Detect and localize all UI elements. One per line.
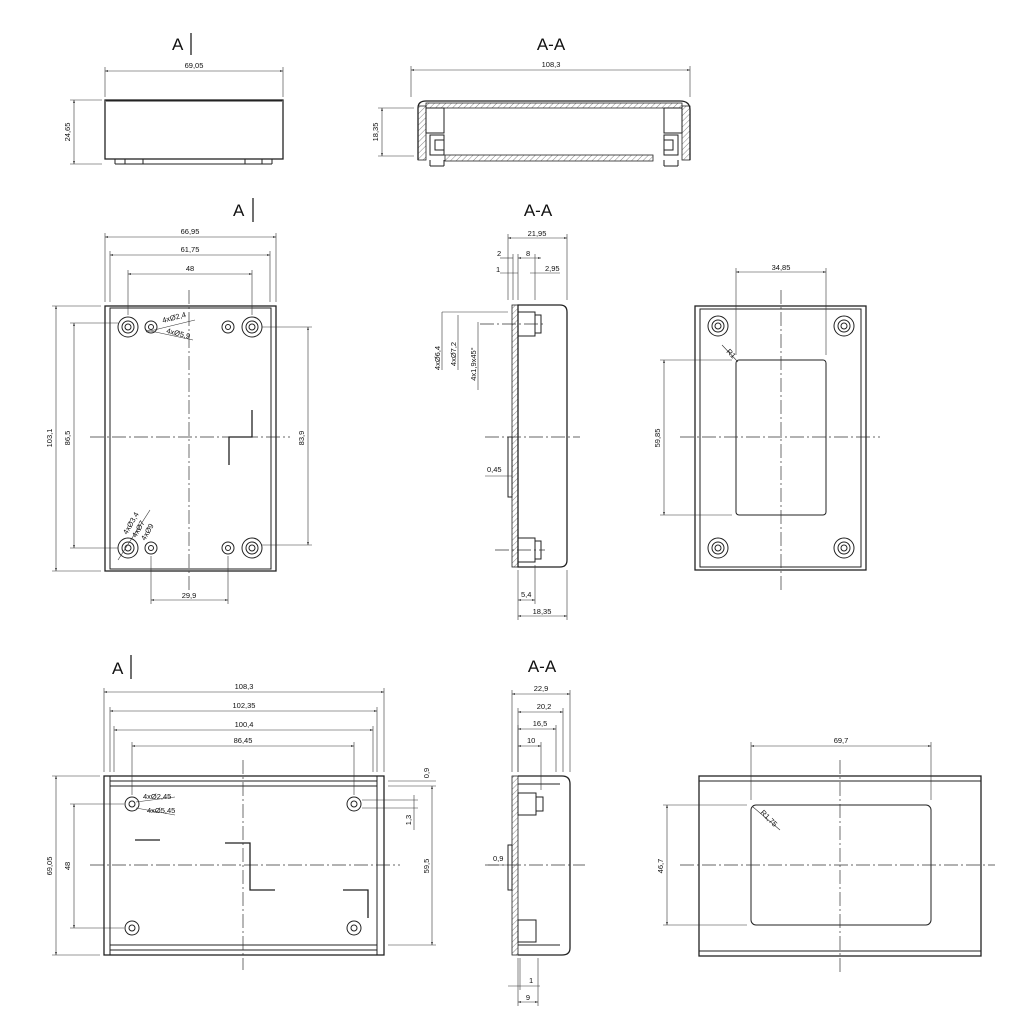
mounting-hole bbox=[707, 315, 729, 337]
dim-height: 59,5 bbox=[422, 859, 431, 874]
dim-height: 48 bbox=[63, 862, 72, 870]
dim-width: 100,4 bbox=[235, 720, 254, 729]
dim-label: 0,45 bbox=[487, 465, 502, 474]
mounting-hole bbox=[241, 537, 263, 559]
housing-top-outline bbox=[103, 775, 385, 956]
dim-width: 102,35 bbox=[233, 701, 256, 710]
view-4-section: A-A 21,95 2 8 1 2,95 4xØ6,4 4xØ7,2 4x1,9… bbox=[433, 201, 580, 620]
dim-bottom: 29,9 bbox=[182, 591, 197, 600]
dim-height: 86,5 bbox=[63, 431, 72, 446]
view-6-label: A bbox=[112, 659, 124, 678]
screw-hole bbox=[144, 320, 158, 334]
dim-height: 103,1 bbox=[45, 429, 54, 448]
dim-label: 10 bbox=[527, 736, 535, 745]
dim-height: 24,65 bbox=[63, 123, 72, 142]
dim-label: 4xØ7,2 bbox=[449, 342, 458, 366]
dim-label: 4xØ6,4 bbox=[433, 346, 442, 370]
dim-label: 2,95 bbox=[545, 264, 560, 273]
dim-label: 1,3 bbox=[404, 815, 413, 825]
dim-width: 48 bbox=[186, 264, 194, 273]
view-3-label: A bbox=[233, 201, 245, 220]
mounting-hole bbox=[707, 537, 729, 559]
view-1-label: A bbox=[172, 35, 184, 54]
dim-label: 1 bbox=[496, 265, 500, 274]
view-4-label: A-A bbox=[524, 201, 553, 220]
section-profile bbox=[517, 304, 568, 568]
housing-inner-outline bbox=[104, 305, 277, 572]
internal-rib bbox=[228, 410, 253, 465]
view-2-section: A-A 108,3 18,35 bbox=[371, 35, 691, 167]
mounting-hole bbox=[833, 537, 855, 559]
dim-width: 61,75 bbox=[181, 245, 200, 254]
view-2-label: A-A bbox=[537, 35, 566, 54]
view-7-section: A-A 22,9 20,2 16,5 10 0,9 1 9 bbox=[485, 657, 585, 1006]
dim-label: 18,35 bbox=[533, 607, 552, 616]
screw-hole bbox=[144, 541, 158, 555]
internal-rib bbox=[225, 842, 275, 891]
housing-side-outline bbox=[104, 99, 284, 160]
dim-width: 108,3 bbox=[542, 60, 561, 69]
dim-label: 0,9 bbox=[422, 768, 431, 778]
section-shell-outer bbox=[417, 100, 691, 160]
dim-width: 108,3 bbox=[235, 682, 254, 691]
hole-callout: 4xØ5,9 bbox=[166, 326, 192, 341]
dim-label: 9 bbox=[526, 993, 530, 1002]
view-1-side: A 69,05 24,65 bbox=[63, 33, 284, 165]
screw-hole bbox=[221, 541, 235, 555]
dim-width: 86,45 bbox=[234, 736, 253, 745]
mounting-hole bbox=[117, 316, 139, 338]
lid-outline bbox=[694, 305, 867, 571]
view-5-front: 34,85 59,85 R1 bbox=[653, 263, 880, 590]
dim-width: 34,85 bbox=[772, 263, 791, 272]
screw-hole bbox=[346, 796, 362, 812]
dim-height: 69,05 bbox=[45, 857, 54, 876]
section-lid bbox=[444, 154, 654, 162]
mounting-hole bbox=[241, 316, 263, 338]
dim-label: 0,9 bbox=[493, 854, 503, 863]
dim-label: 1 bbox=[529, 976, 533, 985]
dim-height: 46,7 bbox=[656, 859, 665, 874]
dim-width: 69,7 bbox=[834, 736, 849, 745]
screw-hole bbox=[124, 920, 140, 936]
dim-label: 22,9 bbox=[534, 684, 549, 693]
dim-label: 20,2 bbox=[537, 702, 552, 711]
view-8-front: 69,7 46,7 R1,75 bbox=[656, 736, 995, 975]
dim-height: 83,9 bbox=[297, 431, 306, 446]
view-6-top: A 4xØ2,45 4xØ5,45 108,3 102,35 100,4 86,… bbox=[45, 655, 436, 970]
dim-height: 18,35 bbox=[371, 123, 380, 142]
panel-outline bbox=[698, 775, 982, 957]
view-3-inner: A 4xØ2,4 4xØ5,9 4xØ3,4 4xØ7 4xØ9 66,95 6… bbox=[45, 198, 312, 604]
dim-width: 69,05 bbox=[185, 61, 204, 70]
dim-width: 66,95 bbox=[181, 227, 200, 236]
screw-hole bbox=[346, 920, 362, 936]
hole-callout: 4xØ5,45 bbox=[147, 806, 175, 815]
radius-callout: R1,75 bbox=[759, 808, 780, 829]
screw-hole bbox=[124, 796, 140, 812]
screw-hole bbox=[221, 320, 235, 334]
section-profile bbox=[518, 775, 571, 956]
dim-label: 5,4 bbox=[521, 590, 531, 599]
dim-label: 2 bbox=[497, 249, 501, 258]
hole-callout: 4xØ2,45 bbox=[143, 792, 171, 801]
dim-label: 8 bbox=[526, 249, 530, 258]
dim-width: 21,95 bbox=[528, 229, 547, 238]
mounting-hole bbox=[833, 315, 855, 337]
dim-label: 4x1,9x45° bbox=[469, 347, 478, 380]
dim-label: 16,5 bbox=[533, 719, 548, 728]
dim-height: 59,85 bbox=[653, 429, 662, 448]
view-7-label: A-A bbox=[528, 657, 557, 676]
